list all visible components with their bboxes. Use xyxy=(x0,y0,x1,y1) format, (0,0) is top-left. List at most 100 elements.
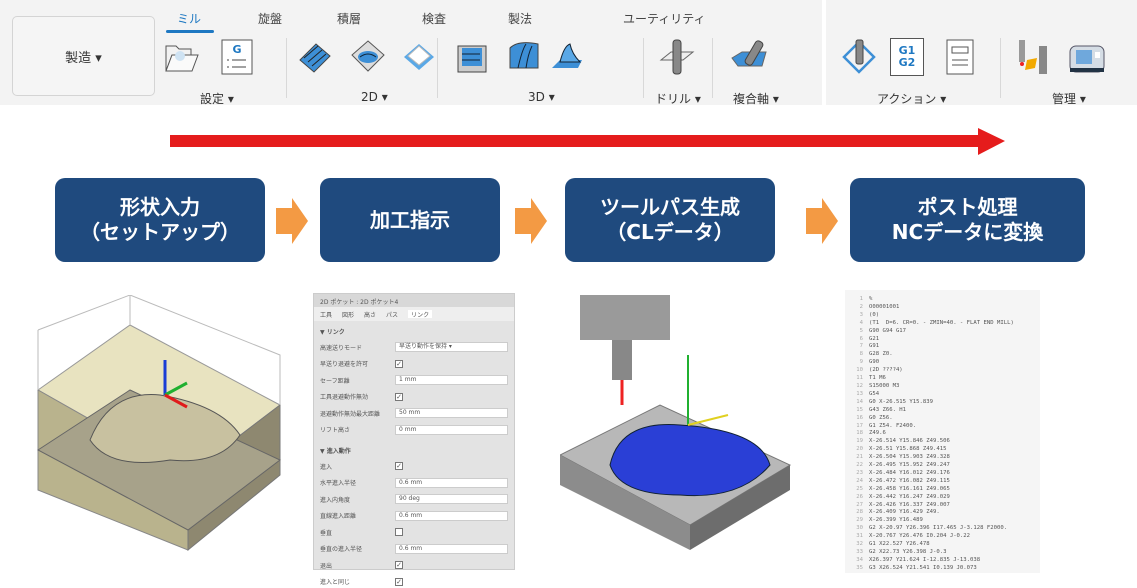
code-text: X-26.472 Y16.082 Z49.115 xyxy=(869,477,950,484)
line-number: 14 xyxy=(856,398,863,405)
tab-fabrication[interactable]: 製法 xyxy=(508,12,533,26)
field-input[interactable]: 0 mm xyxy=(395,424,508,435)
step-title: 形状入力 xyxy=(120,195,200,219)
field-checkbox[interactable]: ✓ xyxy=(395,462,403,470)
code-text: X-26.409 Y16.429 Z49. xyxy=(869,509,940,516)
dialog-row: 高速送りモード早送り動作を保持 ▾ xyxy=(320,341,508,353)
field-checkbox[interactable]: ✓ xyxy=(395,392,403,401)
dialog-row: 垂直の進入半径 0.6 mm xyxy=(320,543,508,555)
line-number: 13 xyxy=(856,390,863,397)
drill-group-label[interactable]: ドリル ▾ xyxy=(655,92,701,106)
actions-group-label[interactable]: アクション ▾ xyxy=(877,92,947,106)
setup-sheet-icon[interactable] xyxy=(941,38,979,76)
line-number: 19 xyxy=(856,438,863,445)
tab-mill[interactable]: ミル xyxy=(177,12,202,26)
3d-group-label[interactable]: 3D ▾ xyxy=(528,90,555,104)
field-checkbox[interactable]: ✓ xyxy=(395,359,403,368)
field-input[interactable]: 0.6 mm xyxy=(395,477,508,488)
code-text: (T1 D=6. CR=0. - ZMIN=40. - FLAT END MIL… xyxy=(869,319,1014,326)
line-number: 31 xyxy=(856,533,863,540)
orange-arrow-icon xyxy=(515,198,547,244)
3d-adaptive-icon[interactable] xyxy=(452,38,490,76)
code-text: X-26.495 Y15.952 Z49.247 xyxy=(869,462,950,469)
tab-tool[interactable]: 工具 xyxy=(320,312,333,319)
active-tab-indicator xyxy=(166,30,214,33)
2d-pocket-icon[interactable] xyxy=(349,38,387,76)
line-number: 7 xyxy=(859,343,863,350)
line-number: 33 xyxy=(856,549,863,555)
nc-program-g-icon[interactable]: G xyxy=(218,38,256,76)
dialog-section-header[interactable]: ▼ 進入動作 xyxy=(320,447,351,455)
code-text: G28 Z0. xyxy=(869,351,893,358)
code-text: G0 X-26.515 Y15.839 xyxy=(869,398,933,405)
2d-adaptive-icon[interactable] xyxy=(296,38,334,76)
line-number: 17 xyxy=(856,422,863,429)
code-text: X-26.399 Y16.489 xyxy=(869,517,923,524)
multi-axis-group-label[interactable]: 複合軸 ▾ xyxy=(733,92,779,106)
line-number: 32 xyxy=(856,541,863,548)
field-input[interactable]: 90 deg xyxy=(395,494,508,504)
tab-linking[interactable]: リンク xyxy=(408,310,433,319)
line-number: 5 xyxy=(859,327,863,334)
line-number: 9 xyxy=(859,359,863,366)
field-checkbox[interactable]: ✓ xyxy=(395,561,403,569)
multi-axis-icon[interactable] xyxy=(730,38,768,76)
tool-library-icon[interactable] xyxy=(1015,38,1053,76)
divider xyxy=(1000,38,1001,98)
2d-face-icon[interactable] xyxy=(400,38,438,76)
dialog-section-header[interactable]: ▼ リンク xyxy=(320,328,345,336)
tab-heights[interactable]: 高さ xyxy=(364,312,377,319)
tab-inspection[interactable]: 検査 xyxy=(422,12,447,26)
field-input[interactable]: 0.6 mm xyxy=(395,510,508,521)
manage-group-label[interactable]: 管理 ▾ xyxy=(1052,92,1086,106)
code-text: G54 xyxy=(869,390,880,397)
3d-scallop-icon[interactable] xyxy=(548,38,586,76)
step-subtitle: （CLデータ） xyxy=(606,220,734,244)
tab-geometry[interactable]: 図形 xyxy=(342,312,355,319)
field-checkbox[interactable]: ✓ xyxy=(395,577,403,586)
code-text: X-26.504 Y15.903 Z49.328 xyxy=(869,454,950,461)
field-label: リフト高さ xyxy=(320,427,351,434)
dialog-row: セーフ距離 1 mm xyxy=(320,374,508,386)
simulate-icon[interactable] xyxy=(840,38,878,76)
field-input[interactable]: 0.6 mm xyxy=(395,543,508,554)
3d-contour-icon[interactable] xyxy=(504,38,542,76)
field-label: 垂直の進入半径 xyxy=(320,546,363,553)
line-number: 4 xyxy=(859,319,863,326)
field-input[interactable]: 1 mm xyxy=(395,375,508,385)
line-number: 20 xyxy=(856,446,863,453)
field-label: セーフ距離 xyxy=(320,377,350,385)
tab-passes[interactable]: パス xyxy=(386,312,399,319)
machine-library-icon[interactable] xyxy=(1068,38,1106,76)
dialog-tabs: 工具 図形 高さ パス リンク xyxy=(314,307,514,321)
tab-utilities[interactable]: ユーティリティ xyxy=(623,12,706,26)
field-input[interactable]: 50 mm xyxy=(395,408,508,418)
code-text: G1 Z54. F2400. xyxy=(869,422,917,429)
field-checkbox[interactable] xyxy=(395,528,403,536)
tab-lathe[interactable]: 旋盤 xyxy=(258,12,283,26)
field-input[interactable]: 早送り動作を保持 ▾ xyxy=(395,342,508,352)
setup-group-label[interactable]: 設定 ▾ xyxy=(200,92,234,106)
tab-additive[interactable]: 積層 xyxy=(337,12,362,26)
drill-icon[interactable] xyxy=(658,38,696,76)
code-text: G0 Z56. xyxy=(869,414,893,421)
workspace-dropdown[interactable]: 製造 ▾ xyxy=(12,16,155,96)
line-number: 26 xyxy=(856,493,863,500)
2d-group-label[interactable]: 2D ▾ xyxy=(361,90,388,104)
code-text: G21 xyxy=(869,335,880,342)
setup-folder-icon[interactable] xyxy=(163,38,201,76)
field-label: 工具退避動作無効 xyxy=(320,394,369,401)
